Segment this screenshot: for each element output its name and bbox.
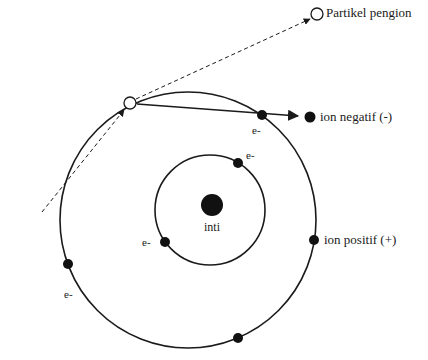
particle-label: Partikel pengion (326, 6, 412, 20)
ejected-electron (305, 112, 316, 123)
ion-label: ion negatif (-) (320, 110, 392, 124)
electron (233, 333, 243, 343)
outgoing-path (136, 19, 310, 99)
outer-shell (60, 92, 316, 348)
electron-label: e- (64, 288, 73, 300)
particle (124, 97, 136, 109)
nucleus-label: inti (204, 221, 220, 234)
electron (309, 235, 319, 245)
particle (311, 8, 323, 20)
electron-label: e- (246, 149, 255, 161)
electron-label: e- (142, 236, 151, 248)
electron (233, 158, 243, 168)
ejection-arrow (137, 104, 298, 116)
electron (63, 259, 73, 269)
electron-label: e- (252, 124, 261, 136)
nucleus (201, 194, 223, 216)
ion-label: ion positif (+) (324, 233, 396, 247)
electron (160, 237, 170, 247)
electron (257, 110, 267, 120)
inner-shell (155, 155, 265, 265)
incoming-path (42, 110, 124, 212)
